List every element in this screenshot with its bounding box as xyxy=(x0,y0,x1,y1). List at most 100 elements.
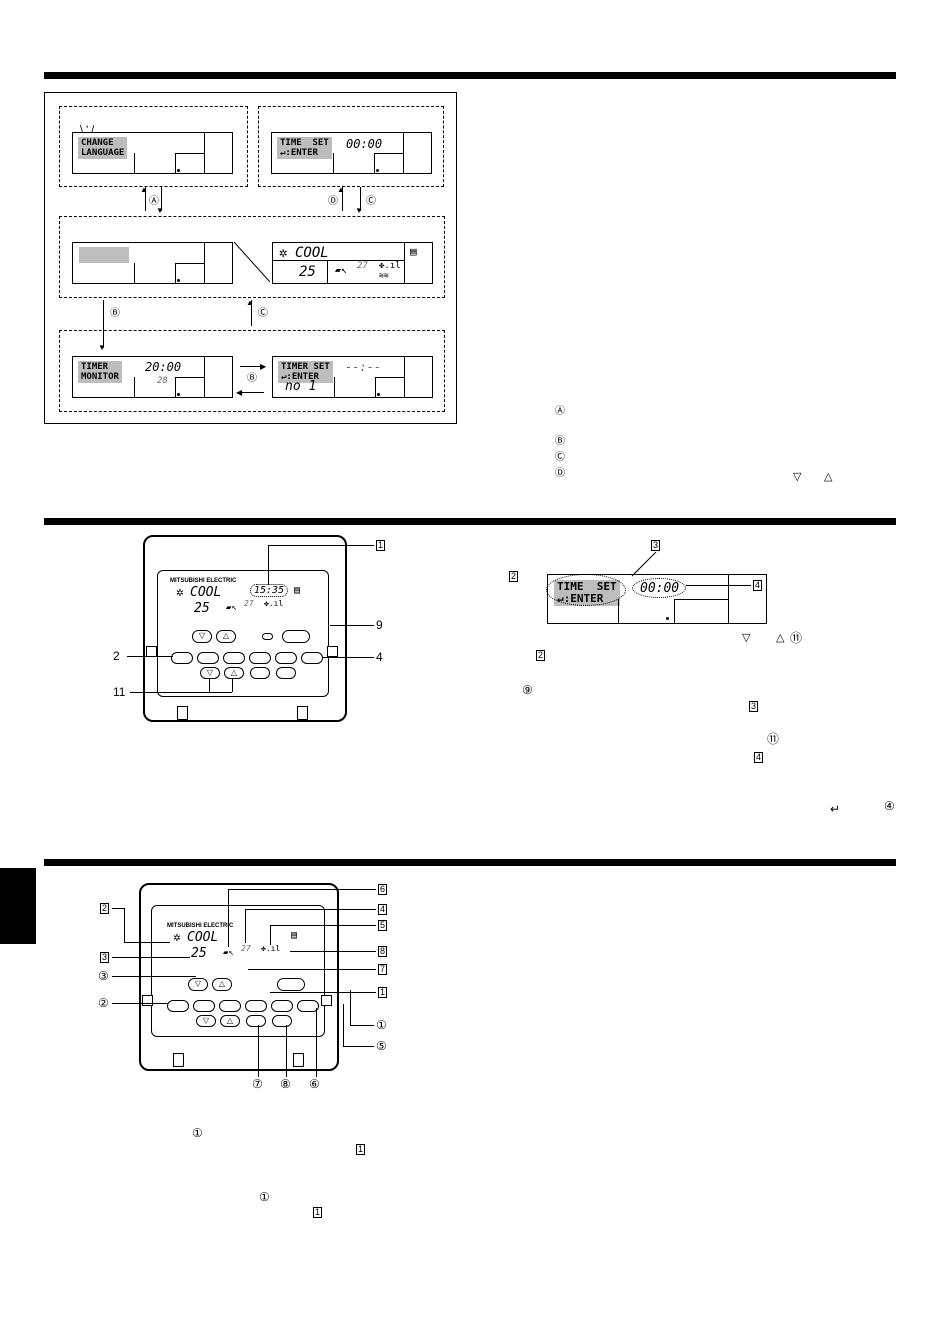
remote-3-time-down[interactable]: ▽ xyxy=(196,1015,216,1027)
louver-icon: ≋≋ xyxy=(379,271,389,280)
callout-2: 2 xyxy=(113,649,120,663)
lcd-timer-set: TIMER SET ↵:ENTER --:-- no 1 xyxy=(272,356,433,398)
s3-callout-c7: ⑦ xyxy=(252,1077,263,1091)
s3-note-c1b: ① xyxy=(259,1190,270,1204)
legend-d: Ⓓ xyxy=(555,468,565,479)
callout-lcd-4: 4 xyxy=(753,580,763,591)
remote-3-cool: COOL xyxy=(187,930,219,945)
remote-2-inner xyxy=(157,570,329,697)
highlight-ellipse-left xyxy=(546,574,626,606)
remote-2-lcd: ✲ COOL 15:35 25 ▰↖ 27 ✤.ıl ▤ xyxy=(170,583,315,619)
time-up-button[interactable]: △ xyxy=(224,667,244,679)
section-rule-1 xyxy=(44,72,896,79)
remote-3-louver-up[interactable] xyxy=(272,1015,292,1027)
arrow-down-b xyxy=(103,300,104,348)
time-down-button[interactable]: ▽ xyxy=(200,667,220,679)
remote-3-return[interactable] xyxy=(297,1000,319,1012)
lcd-timer-set-no: no 1 xyxy=(285,379,317,394)
arrow-down-a xyxy=(161,187,162,211)
remote-3-brand: MITSUBISHI ELECTRIC xyxy=(167,923,234,929)
remote-3-on-off[interactable] xyxy=(277,978,305,991)
fan-icon: ✲ xyxy=(279,245,288,261)
lcd-timer-set-text: TIMER SET ↵:ENTER xyxy=(278,361,333,383)
remote-2-room-temp: 27 xyxy=(244,599,254,608)
lcd-cool-text: COOL xyxy=(295,245,329,261)
flow-group-time xyxy=(258,106,444,187)
label-c: Ⓒ xyxy=(366,196,376,207)
language-side-tab xyxy=(0,868,36,944)
s3-callout-6: 6 xyxy=(378,884,388,895)
louver-up-button[interactable] xyxy=(276,667,296,679)
clock-button[interactable] xyxy=(171,652,193,664)
remote-2-bottom-tab-right xyxy=(297,706,308,720)
arrow-down-c xyxy=(360,187,361,211)
lcd-blank-highlight xyxy=(79,247,129,263)
temp-up-button[interactable]: △ xyxy=(216,630,236,643)
remote-3-mode[interactable] xyxy=(193,1000,215,1012)
remote-3-right-tab xyxy=(321,995,332,1006)
s3-callout-5: 5 xyxy=(378,920,388,931)
s3-callout-4: 4 xyxy=(378,904,388,915)
s3-callout-8: 8 xyxy=(378,946,388,957)
remote-3-bottom-tab-left xyxy=(173,1053,184,1067)
callout-9: 9 xyxy=(376,618,383,632)
lcd-timer-monitor-time: 20:00 xyxy=(145,360,182,374)
arrow-up-a xyxy=(145,187,146,211)
note-4b: ④ xyxy=(884,799,895,813)
label-d: Ⓓ xyxy=(328,196,338,207)
lcd-change-language: CHANGE LANGUAGE xyxy=(72,132,233,174)
legend-a: Ⓐ xyxy=(555,406,565,417)
remote-3-clock[interactable] xyxy=(167,1000,189,1012)
flow-diagram-frame xyxy=(44,92,457,424)
s3-callout-c3: ③ xyxy=(98,969,109,983)
lcd-time-set-text: TIME SET ↵:ENTER xyxy=(277,137,332,159)
arrow-up-d xyxy=(342,187,343,211)
remote-3-temp-down[interactable]: ▽ xyxy=(188,978,208,991)
up-triangle-icon: △ xyxy=(824,471,833,483)
note-2: 2 xyxy=(536,650,546,661)
remote-3-vane[interactable] xyxy=(271,1000,293,1012)
label-c2: Ⓒ xyxy=(258,308,268,319)
return-button[interactable] xyxy=(301,652,323,664)
label-b: Ⓑ xyxy=(110,308,120,319)
note-9: ⑨ xyxy=(522,683,533,697)
callout-1: 1 xyxy=(376,540,386,551)
note-11b: ⑪ xyxy=(767,732,780,746)
remote-3-timer[interactable] xyxy=(219,1000,241,1012)
lcd-cool-display: ✲ COOL 25 ▰↖ 27 ✤.ıl ≋≋ ▤ xyxy=(272,242,433,284)
timer-button[interactable] xyxy=(223,652,245,664)
label-b2: Ⓑ xyxy=(247,373,257,384)
remote-2-cool: COOL xyxy=(190,585,222,600)
lcd-cool-set-temp: 25 xyxy=(299,264,316,280)
remote-3-room-temp: 27 xyxy=(241,944,251,953)
legend-b: Ⓑ xyxy=(555,436,565,447)
flow-group-timer xyxy=(59,330,445,412)
legend-c: Ⓒ xyxy=(555,452,565,463)
vane-button[interactable] xyxy=(275,652,297,664)
s3-callout-1: 1 xyxy=(378,987,388,998)
section-rule-2 xyxy=(44,518,896,525)
remote-3-temp-up[interactable]: △ xyxy=(212,978,232,991)
note-up-icon: △ xyxy=(776,632,785,644)
fan-button[interactable] xyxy=(249,652,271,664)
temp-down-button[interactable]: ▽ xyxy=(192,630,212,643)
louver-down-button[interactable] xyxy=(250,667,270,679)
check-button[interactable] xyxy=(262,633,273,640)
remote-3-louver-down[interactable] xyxy=(246,1015,266,1027)
fan-speed-icon: ✤.ıl xyxy=(379,261,401,271)
note-enter-icon: ↵ xyxy=(830,802,841,816)
remote-3-set-temp: 25 xyxy=(191,946,207,961)
filter-icon: ▤ xyxy=(410,245,417,258)
note-3: 3 xyxy=(749,701,759,712)
remote-controller-2 xyxy=(143,535,347,722)
remote-3-bottom-tab-right xyxy=(293,1053,304,1067)
note-11a: ⑪ xyxy=(790,631,803,645)
on-off-button[interactable] xyxy=(282,630,310,643)
lcd-change-language-text: CHANGE LANGUAGE xyxy=(78,137,128,159)
mode-button[interactable] xyxy=(197,652,219,664)
s3-note-1a: 1 xyxy=(356,1144,366,1155)
remote-3-fan[interactable] xyxy=(245,1000,267,1012)
lcd-time-set-value: 00:00 xyxy=(346,137,383,151)
s3-callout-c2: ② xyxy=(98,996,109,1010)
remote-3-time-up[interactable]: △ xyxy=(220,1015,240,1027)
